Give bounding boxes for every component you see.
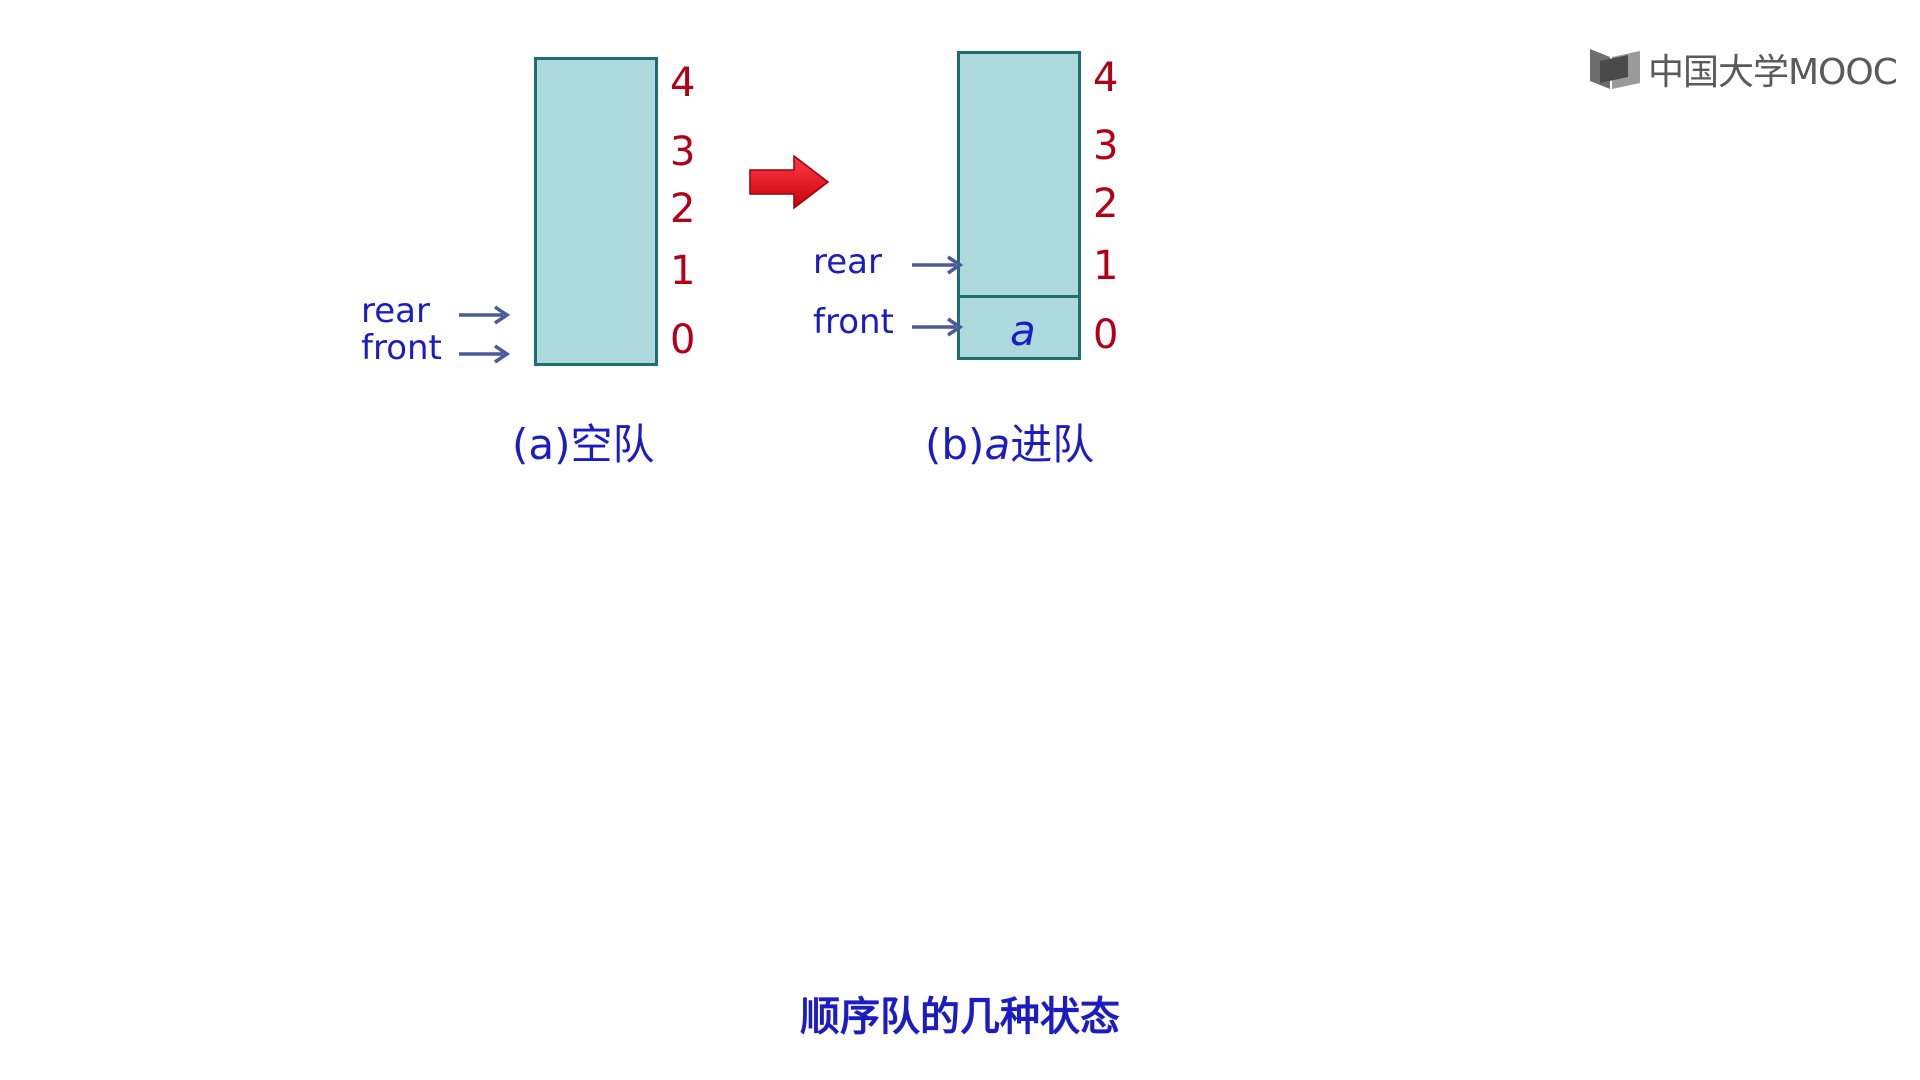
rear-pointer-arrow-icon bbox=[912, 255, 964, 275]
rear-pointer-label: rear bbox=[361, 291, 430, 331]
index-label-3: 3 bbox=[670, 129, 696, 175]
front-pointer-arrow-icon bbox=[459, 344, 511, 364]
caption-empty-queue: (a)空队 bbox=[512, 424, 655, 466]
mooc-logo: 中国大学MOOC bbox=[1588, 46, 1898, 93]
right-arrow-icon bbox=[749, 154, 830, 210]
index-label-3: 3 bbox=[1093, 123, 1119, 169]
rear-pointer-label: rear bbox=[813, 242, 882, 282]
front-pointer-arrow-icon bbox=[912, 317, 964, 337]
index-label-1: 1 bbox=[670, 248, 696, 294]
slide-title: 顺序队的几种状态 bbox=[800, 994, 1120, 1040]
index-label-0: 0 bbox=[670, 317, 696, 363]
index-label-4: 4 bbox=[670, 60, 696, 106]
caption-text: 空队 bbox=[570, 420, 655, 469]
index-label-2: 2 bbox=[1093, 181, 1119, 227]
rear-pointer-arrow-icon bbox=[459, 305, 511, 325]
index-label-4: 4 bbox=[1093, 55, 1119, 101]
logo-text: 中国大学MOOC bbox=[1648, 52, 1898, 93]
caption-prefix: (a) bbox=[512, 420, 571, 469]
index-label-2: 2 bbox=[670, 186, 696, 232]
index-label-1: 1 bbox=[1093, 243, 1119, 289]
book-logo-icon bbox=[1590, 49, 1640, 89]
caption-italic-a: a bbox=[984, 420, 1011, 469]
index-label-0: 0 bbox=[1093, 312, 1119, 358]
caption-text: 进队 bbox=[1010, 420, 1095, 469]
caption-prefix: (b) bbox=[925, 420, 985, 469]
queue-array-box bbox=[534, 57, 658, 366]
queue-array-box: a bbox=[957, 51, 1081, 360]
cell-value-a: a bbox=[1010, 306, 1036, 355]
front-pointer-label: front bbox=[361, 328, 442, 368]
caption-enqueue-a: (b)a进队 bbox=[925, 424, 1094, 466]
front-pointer-label: front bbox=[813, 302, 894, 342]
cell-divider bbox=[960, 295, 1078, 298]
